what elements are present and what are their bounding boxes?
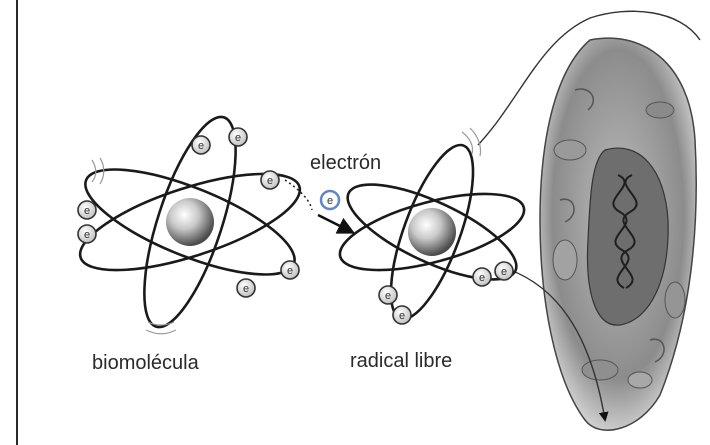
- organelle: [628, 372, 652, 388]
- cell-illustration: [540, 38, 696, 430]
- biomolecule-electron: e: [261, 171, 279, 189]
- svg-text:e: e: [84, 205, 90, 217]
- svg-text:e: e: [287, 265, 293, 277]
- radical-electron: e: [495, 262, 513, 280]
- biomolecule-electron: e: [192, 136, 210, 154]
- svg-text:e: e: [327, 195, 333, 207]
- biomolecule-electron: e: [78, 201, 96, 219]
- free-electron: e: [321, 191, 339, 209]
- svg-text:e: e: [84, 229, 90, 241]
- free-radical-label: radical libre: [350, 350, 452, 373]
- biomolecule-label: biomolécula: [92, 352, 199, 375]
- organelle: [665, 282, 685, 318]
- organelle: [553, 240, 577, 280]
- motion-lines: [462, 128, 481, 156]
- radical-electron: e: [379, 286, 397, 304]
- motion-lines: [92, 158, 176, 334]
- radical-electron: e: [393, 306, 411, 324]
- svg-text:e: e: [267, 175, 273, 187]
- radical-electron: e: [473, 268, 491, 286]
- svg-text:e: e: [501, 266, 507, 278]
- biomolecule-electron: e: [78, 225, 96, 243]
- svg-text:e: e: [399, 310, 405, 322]
- organelle: [554, 140, 586, 160]
- biomolecule-nucleus: [166, 198, 214, 246]
- electron-label: electrón: [310, 152, 381, 175]
- organelle: [582, 360, 618, 380]
- organelle: [646, 102, 674, 118]
- free-radical-nucleus: [408, 208, 456, 256]
- svg-text:e: e: [385, 290, 391, 302]
- svg-text:e: e: [235, 132, 241, 144]
- svg-text:e: e: [198, 140, 204, 152]
- svg-text:e: e: [243, 283, 249, 295]
- biomolecule-electron: e: [237, 279, 255, 297]
- biomolecule-electron: e: [229, 128, 247, 146]
- biomolecule-electron: e: [281, 261, 299, 279]
- svg-text:e: e: [479, 272, 485, 284]
- electron-transfer-arrow: [318, 215, 352, 232]
